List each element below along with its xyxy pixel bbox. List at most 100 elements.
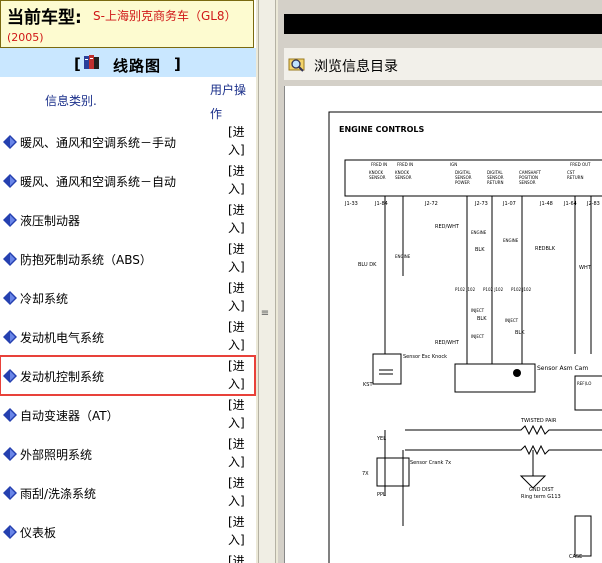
pin-label: J2-83: [586, 201, 600, 207]
title-bar: [284, 14, 602, 34]
blue-diamond-icon: [3, 486, 17, 500]
browse-toolbar[interactable]: 浏览信息目录: [284, 48, 602, 80]
enter-link[interactable]: [进入]: [228, 398, 245, 430]
knock-sensor-label: Sensor Esc Knock: [403, 354, 447, 360]
wiring-book-icon: [84, 55, 99, 69]
vehicle-year: (2005): [7, 31, 44, 44]
enter-link[interactable]: [进入]: [228, 164, 245, 196]
enter-link[interactable]: [进入]: [228, 476, 245, 508]
splitter-grip-icon[interactable]: ≡: [260, 308, 270, 319]
column-header-category: 信息类别.: [45, 94, 97, 108]
svg-text:SENSOR: SENSOR: [487, 175, 504, 180]
enter-link[interactable]: [进入]: [228, 515, 245, 547]
vehicle-name: S-上海别克商务车（GL8）: [93, 9, 237, 23]
svg-text:DIGITAL: DIGITAL: [455, 170, 471, 175]
enter-link[interactable]: [进入]: [228, 437, 245, 469]
blue-diamond-icon: [3, 369, 17, 383]
nav-title: 线路图: [113, 57, 162, 75]
system-name[interactable]: 发动机控制系统: [20, 370, 105, 384]
system-item[interactable]: 暖风、通风和空调系统－自动 [进入]: [0, 161, 256, 200]
crank-sensor-label: Sensor Crank 7x: [410, 460, 451, 466]
system-name[interactable]: 液压制动器: [20, 214, 81, 228]
system-name[interactable]: 防抱死制动系统（ABS）: [20, 253, 152, 267]
cam-sensor-label: Sensor Asm Cam: [537, 365, 588, 372]
svg-text:CST: CST: [567, 170, 575, 175]
enter-link[interactable]: [进入]: [228, 554, 245, 563]
system-name[interactable]: 外部照明系统: [20, 448, 93, 462]
svg-text:INJECT: INJECT: [505, 318, 519, 323]
blue-diamond-icon: [3, 408, 17, 422]
system-name[interactable]: 冷却系统: [20, 292, 69, 306]
svg-text:IGN: IGN: [450, 162, 457, 167]
pin-label: J1-64: [563, 201, 577, 207]
enter-link[interactable]: [进入]: [228, 359, 245, 391]
enter-link[interactable]: [进入]: [228, 242, 245, 274]
pin-label: J1-33: [344, 201, 358, 207]
splitter-bar[interactable]: [258, 0, 276, 563]
system-name[interactable]: 仪表板: [20, 526, 57, 540]
case-label: CASE: [569, 554, 582, 560]
svg-text:POWER: POWER: [455, 180, 470, 185]
pin-label: J1-84: [374, 201, 388, 207]
system-name[interactable]: 暖风、通风和空调系统－手动: [20, 136, 177, 150]
system-item[interactable]: 暖风、通风和空调系统－手动 [进入]: [0, 122, 256, 161]
wire-label: PPL: [377, 492, 386, 498]
system-name[interactable]: 发动机电气系统: [20, 331, 105, 345]
bracket-right: ]: [174, 55, 181, 73]
svg-text:INJECT: INJECT: [471, 334, 485, 339]
svg-text:POSITION: POSITION: [519, 175, 538, 180]
system-item[interactable]: 冷却系统 [进入]: [0, 278, 256, 317]
svg-text:KNOCK: KNOCK: [369, 170, 384, 175]
svg-text:RETURN: RETURN: [567, 175, 583, 180]
enter-link[interactable]: [进入]: [228, 281, 245, 313]
enter-link[interactable]: [进入]: [228, 203, 245, 235]
svg-text:SENSOR: SENSOR: [395, 175, 412, 180]
left-frame: 当前车型: S-上海别克商务车（GL8） (2005) [ 线路图 ] 信息类别…: [0, 0, 256, 563]
system-name[interactable]: 自动变速器（AT）: [20, 409, 119, 423]
system-name[interactable]: 暖风、通风和空调系统－自动: [20, 175, 177, 189]
svg-text:SENSOR: SENSOR: [369, 175, 386, 180]
wire-label: RED/WHT: [435, 340, 460, 346]
pin-label: J2-72: [424, 201, 438, 207]
system-item[interactable]: 仪表板 [进入]: [0, 512, 256, 551]
browse-catalog-label[interactable]: 浏览信息目录: [314, 59, 398, 75]
enter-link[interactable]: [进入]: [228, 125, 245, 157]
seven-x-label: 7X: [362, 471, 369, 477]
svg-text:INJECT: INJECT: [471, 308, 485, 313]
ring-term-label: Ring term G113: [521, 494, 561, 500]
search-folder-icon[interactable]: [288, 56, 306, 72]
diagram-title: ENGINE CONTROLS: [339, 125, 425, 134]
blue-diamond-icon: [3, 213, 17, 227]
wire-label: REDBLK: [535, 246, 556, 252]
blue-diamond-icon: [3, 174, 17, 188]
svg-text:RETURN: RETURN: [487, 180, 503, 185]
system-item[interactable]: 外部照明系统 [进入]: [0, 434, 256, 473]
blue-diamond-icon: [3, 330, 17, 344]
wire-label: BLK: [475, 247, 485, 253]
system-item[interactable]: 雨刮/洗涤系统 [进入]: [0, 473, 256, 512]
blue-diamond-icon: [3, 447, 17, 461]
system-item[interactable]: 防抱死制动系统（ABS） [进入]: [0, 239, 256, 278]
column-header-operation: 用户操作: [210, 83, 247, 121]
svg-text:DIGITAL: DIGITAL: [487, 170, 503, 175]
connector-label: P102 J102: [483, 287, 504, 292]
wire-label: WHT: [579, 265, 592, 271]
blue-diamond-icon: [3, 135, 17, 149]
svg-text:FRED IN: FRED IN: [397, 162, 413, 167]
current-vehicle-panel: 当前车型: S-上海别克商务车（GL8） (2005): [0, 0, 254, 48]
system-name[interactable]: 雨刮/洗涤系统: [20, 487, 97, 501]
system-item[interactable]: 液压制动器 [进入]: [0, 200, 256, 239]
frame-splitter[interactable]: ≡: [256, 0, 278, 563]
system-item[interactable]: 发动机电气系统 [进入]: [0, 317, 256, 356]
enter-link[interactable]: [进入]: [228, 320, 245, 352]
blue-diamond-icon: [3, 291, 17, 305]
svg-text:ENGINE: ENGINE: [395, 254, 411, 259]
system-item-partial[interactable]: [进入]: [0, 551, 256, 563]
wire-label: RED/WHT: [435, 224, 460, 230]
system-item[interactable]: 发动机控制系统 [进入]: [0, 355, 256, 396]
wire-label: BLK: [515, 330, 525, 336]
system-item[interactable]: 自动变速器（AT） [进入]: [0, 395, 256, 434]
